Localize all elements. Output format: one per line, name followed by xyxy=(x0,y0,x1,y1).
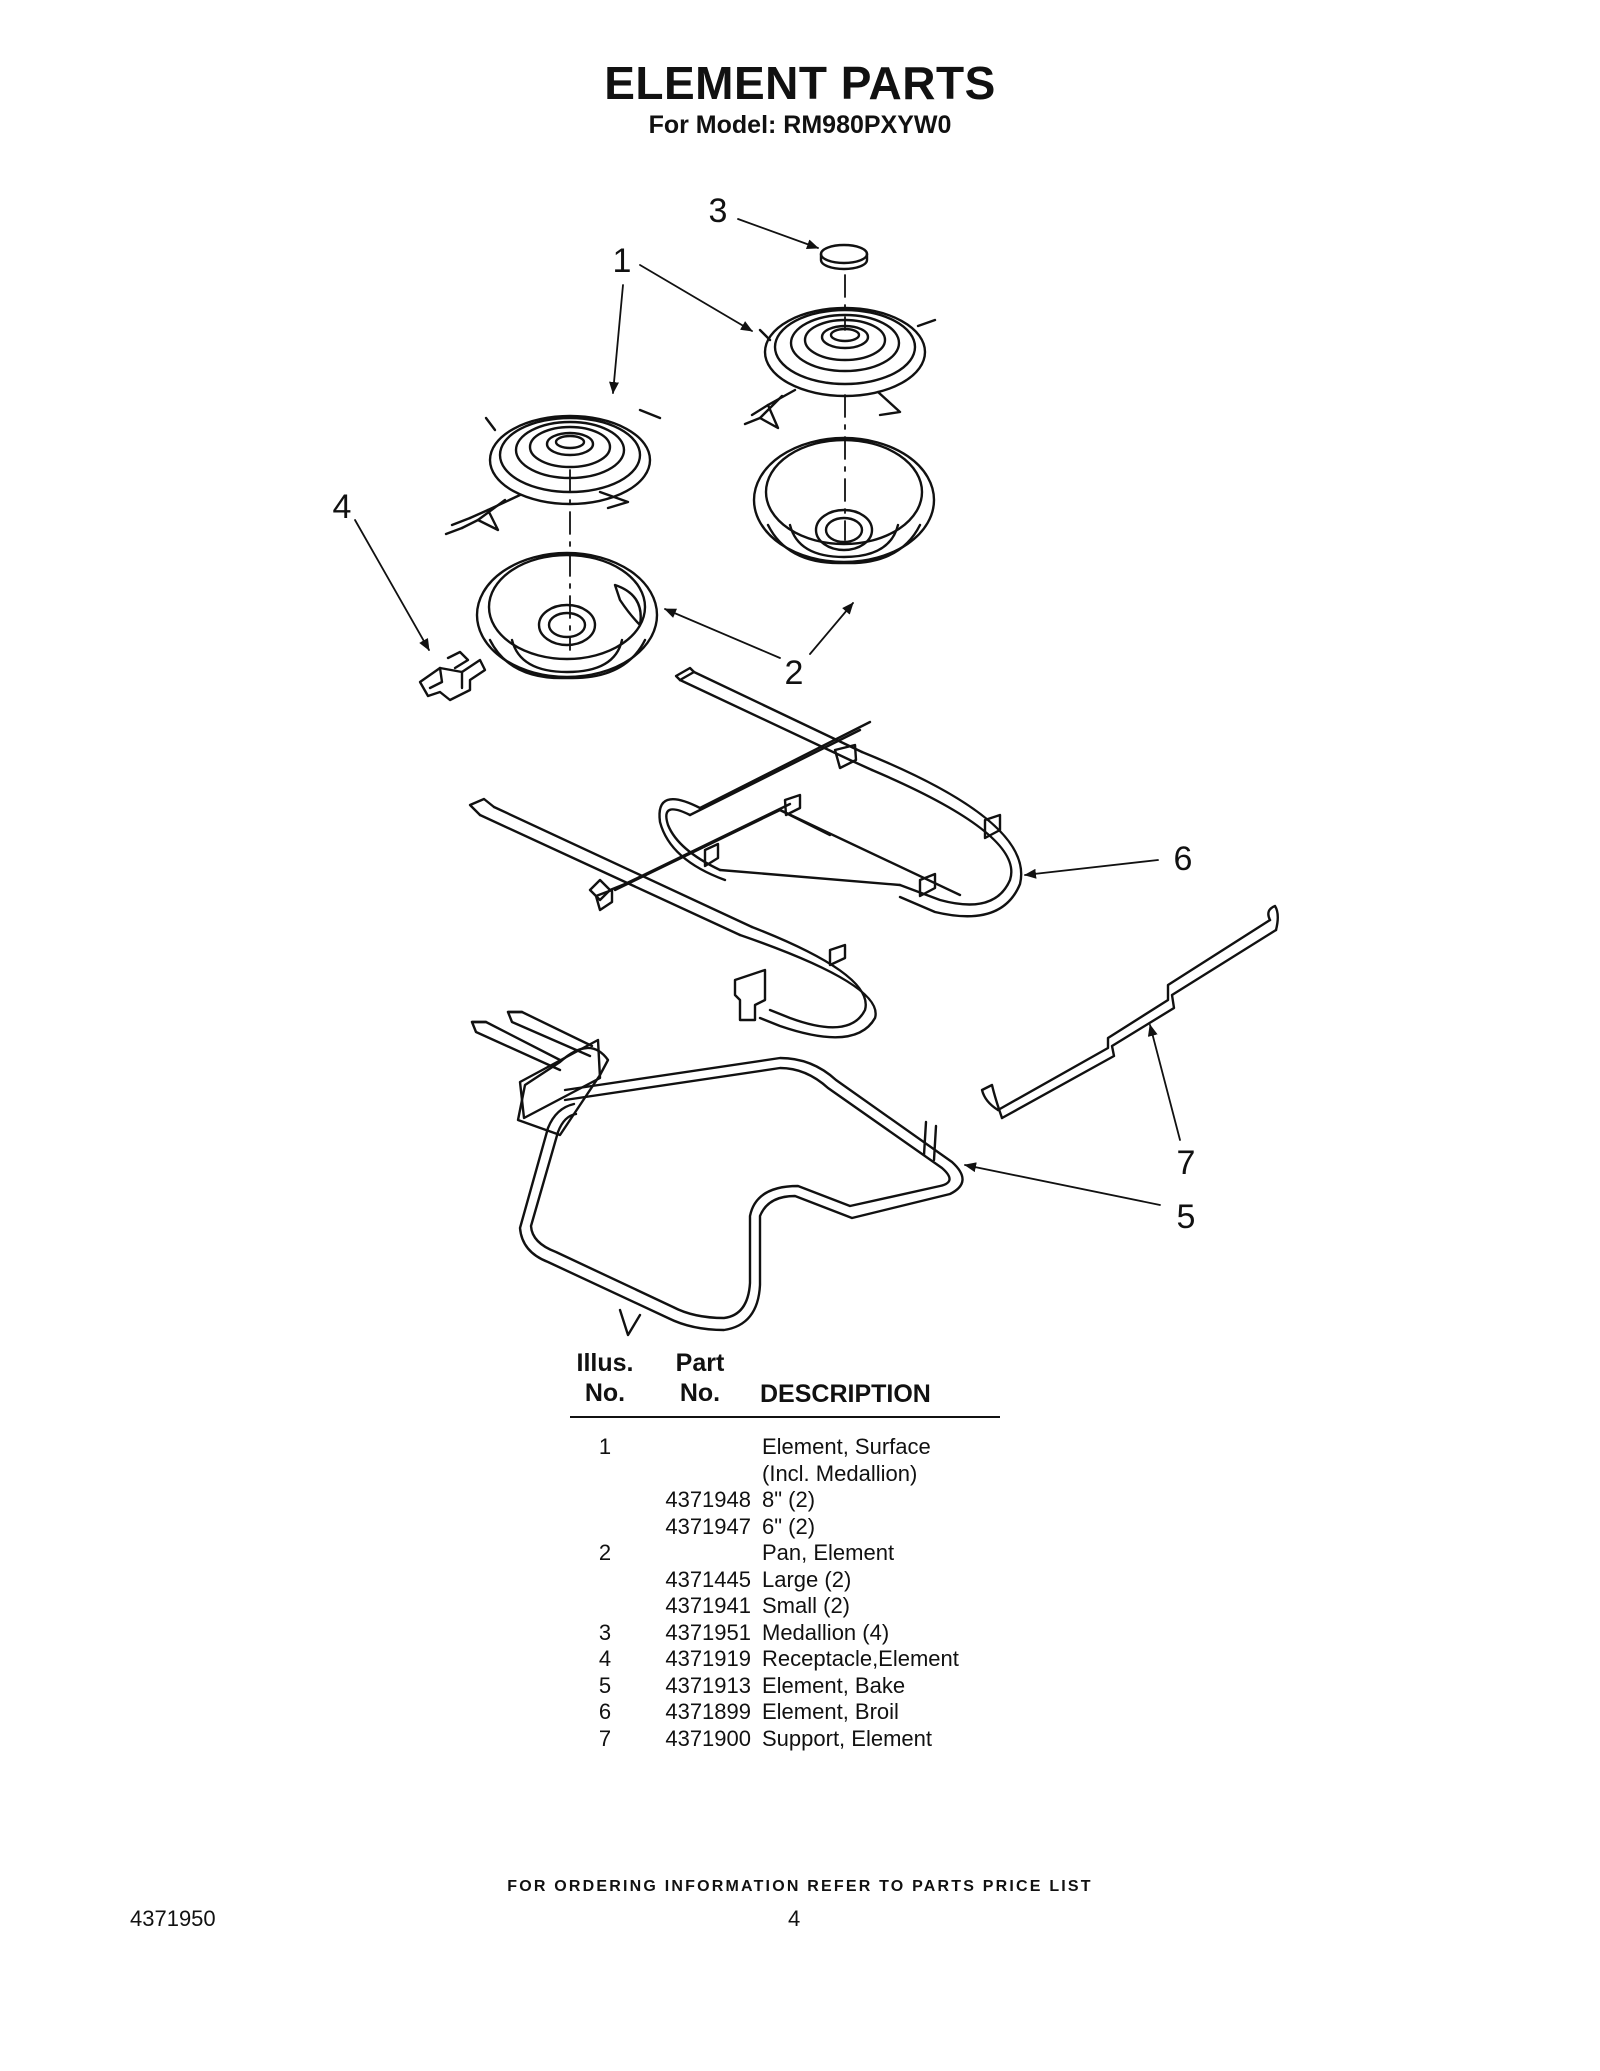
illus-no-cell: 5 xyxy=(598,1672,612,1698)
bake-element xyxy=(470,1010,964,1337)
table-row: 1 Element, Surface xyxy=(570,1434,1000,1461)
ordering-note: FOR ORDERING INFORMATION REFER TO PARTS … xyxy=(507,1878,1093,1895)
description-cell: Receptacle,Element xyxy=(762,1646,959,1671)
callout-5: 5 xyxy=(1177,1198,1196,1236)
element-support xyxy=(980,904,1279,1120)
part-no-cell: 4371941 xyxy=(665,1593,751,1618)
header-description: DESCRIPTION xyxy=(760,1380,931,1408)
description-cell: Element, Surface xyxy=(762,1434,931,1459)
illus-no-cell: 3 xyxy=(598,1619,612,1645)
part-no-cell: 4371919 xyxy=(665,1646,751,1671)
alignment-lines xyxy=(569,274,846,651)
table-row: 7 4371900 Support, Element xyxy=(570,1726,1000,1753)
description-cell: 6" (2) xyxy=(762,1513,816,1539)
description-cell: Medallion (4) xyxy=(762,1619,890,1645)
illus-no-cell: 7 xyxy=(598,1725,612,1751)
header-part-no: Part No. xyxy=(675,1349,725,1407)
element-receptacle xyxy=(418,650,487,702)
header-illus-no: Illus. No. xyxy=(576,1349,634,1407)
document-number: 4371950 xyxy=(130,1906,216,1931)
page-title: ELEMENT PARTS xyxy=(604,57,996,109)
model-subtitle: For Model: RM980PXYW0 xyxy=(648,111,952,139)
part-no-cell: 4371445 xyxy=(665,1566,751,1592)
callout-3: 3 xyxy=(709,192,728,230)
table-row: 3 4371951 Medallion (4) xyxy=(570,1620,1000,1647)
part-no-cell: 4371947 xyxy=(665,1513,751,1539)
table-row: 4 4371919 Receptacle,Element xyxy=(570,1646,1000,1673)
illus-no-cell: 2 xyxy=(598,1540,612,1565)
table-row: 4371948 8" (2) xyxy=(570,1487,1000,1514)
description-cell: Element, Broil xyxy=(762,1699,899,1724)
description-cell: Support, Element xyxy=(762,1725,932,1751)
callout-7: 7 xyxy=(1177,1144,1196,1182)
callout-4: 4 xyxy=(333,488,352,526)
part-no-cell: 4371899 xyxy=(665,1699,751,1724)
table-row: (Incl. Medallion) xyxy=(570,1461,1000,1488)
description-cell: Element, Bake xyxy=(762,1672,906,1698)
illus-no-cell: 4 xyxy=(598,1646,612,1671)
description-cell: Small (2) xyxy=(762,1593,851,1618)
exploded-parts-diagram: 3 1 4 2 6 7 5 xyxy=(333,192,1279,1337)
header-rule xyxy=(570,1416,1000,1418)
illus-no-cell: 1 xyxy=(598,1434,612,1459)
table-row: 5 4371913 Element, Bake xyxy=(570,1673,1000,1700)
callout-1: 1 xyxy=(613,242,632,280)
part-no-cell: 4371948 xyxy=(665,1487,751,1512)
part-no-cell: 4371913 xyxy=(665,1672,751,1698)
description-cell: Pan, Element xyxy=(762,1540,895,1565)
left-surface-element xyxy=(444,408,662,536)
description-cell: Large (2) xyxy=(762,1566,852,1592)
callout-2: 2 xyxy=(785,654,804,692)
right-element-pan xyxy=(752,436,936,565)
right-surface-element xyxy=(743,306,937,430)
part-no-cell: 4371951 xyxy=(665,1619,751,1645)
table-row: 6 4371899 Element, Broil xyxy=(570,1699,1000,1726)
description-cell: (Incl. Medallion) xyxy=(762,1460,918,1486)
broil-element xyxy=(468,666,1023,1039)
page-number: 4 xyxy=(788,1906,801,1931)
illus-no-cell: 6 xyxy=(598,1699,612,1724)
left-element-pan xyxy=(475,551,659,680)
medallion-part xyxy=(819,243,869,271)
callout-6: 6 xyxy=(1174,840,1193,878)
table-row: 2 Pan, Element xyxy=(570,1540,1000,1567)
description-cell: 8" (2) xyxy=(762,1487,816,1512)
table-row: 4371445 Large (2) xyxy=(570,1567,1000,1594)
table-row: 4371941 Small (2) xyxy=(570,1593,1000,1620)
table-row: 4371947 6" (2) xyxy=(570,1514,1000,1541)
part-no-cell: 4371900 xyxy=(665,1725,751,1751)
leader-arrows xyxy=(354,218,1181,1206)
